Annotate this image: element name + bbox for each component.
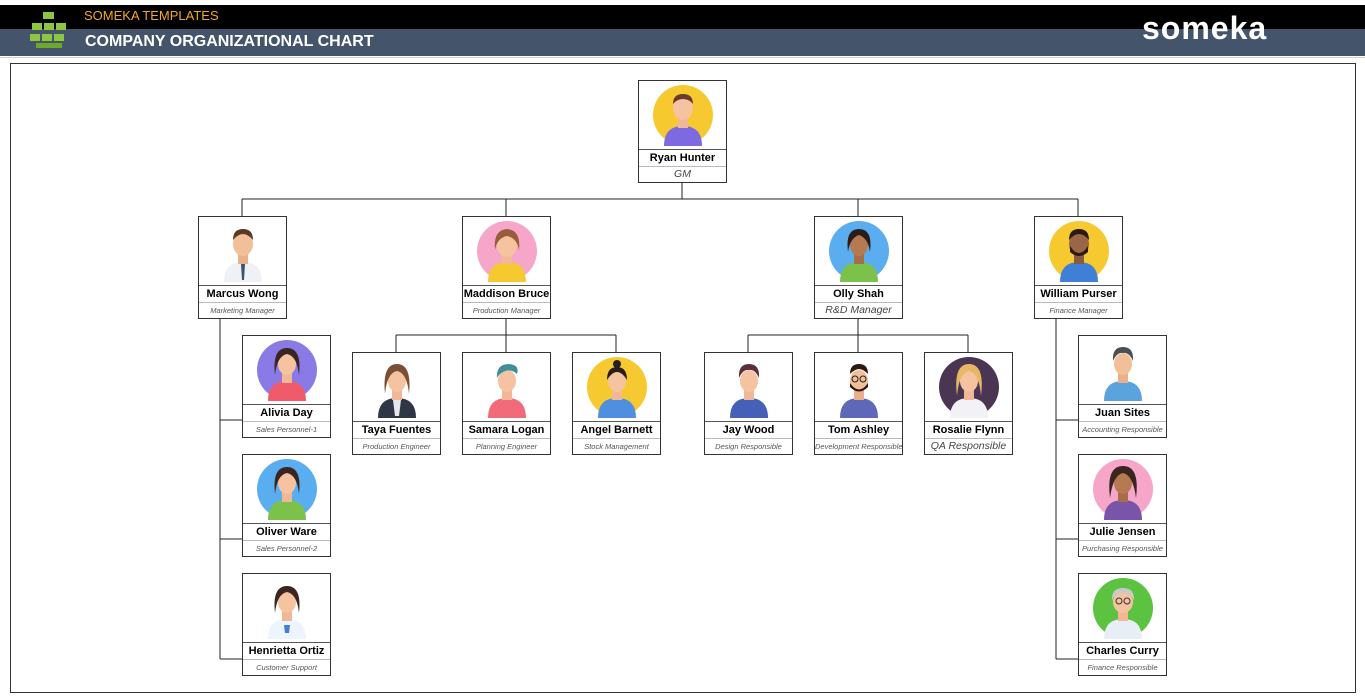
employee-name: Henrietta Ortiz xyxy=(243,642,330,659)
org-card-marketing-3[interactable]: Henrietta Ortiz Customer Support xyxy=(242,573,331,676)
employee-name: Maddison Bruce xyxy=(463,285,550,302)
avatar-icon xyxy=(1035,217,1122,285)
employee-role: Finance Manager xyxy=(1035,302,1122,318)
avatar-icon xyxy=(353,353,440,421)
someka-wordmark: someka xyxy=(1142,10,1268,46)
employee-role: Design Responsible xyxy=(705,438,792,454)
header-title-bar xyxy=(0,29,1365,56)
org-card-rnd-manager[interactable]: Olly Shah R&D Manager xyxy=(814,216,903,319)
employee-name: Olly Shah xyxy=(815,285,902,302)
org-card-gm[interactable]: Ryan Hunter GM xyxy=(638,80,727,183)
avatar-icon xyxy=(199,217,286,285)
org-card-production-3[interactable]: Angel Barnett Stock Management xyxy=(572,352,661,455)
avatar-icon xyxy=(925,353,1012,421)
header-divider xyxy=(0,57,1365,58)
employee-name: Jay Wood xyxy=(705,421,792,438)
employee-role: Accounting Responsible xyxy=(1079,421,1166,437)
org-card-production-2[interactable]: Samara Logan Planning Engineer xyxy=(462,352,551,455)
employee-role: Stock Management xyxy=(573,438,660,454)
avatar-icon xyxy=(243,336,330,404)
org-card-rnd-3[interactable]: Rosalie Flynn QA Responsible xyxy=(924,352,1013,455)
avatar-icon xyxy=(815,353,902,421)
org-card-finance-2[interactable]: Julie Jensen Purchasing Responsible xyxy=(1078,454,1167,557)
avatar-icon xyxy=(463,353,550,421)
employee-name: William Purser xyxy=(1035,285,1122,302)
org-card-finance-3[interactable]: Charles Curry Finance Responsible xyxy=(1078,573,1167,676)
employee-name: Marcus Wong xyxy=(199,285,286,302)
employee-role: Production Engineer xyxy=(353,438,440,454)
org-card-production-1[interactable]: Taya Fuentes Production Engineer xyxy=(352,352,441,455)
employee-name: Alivia Day xyxy=(243,404,330,421)
avatar-icon xyxy=(639,81,726,149)
avatar-icon xyxy=(463,217,550,285)
avatar-icon xyxy=(1079,574,1166,642)
employee-name: Charles Curry xyxy=(1079,642,1166,659)
employee-role: Production Manager xyxy=(463,302,550,318)
employee-name: Taya Fuentes xyxy=(353,421,440,438)
org-card-rnd-2[interactable]: Tom Ashley Development Responsible xyxy=(814,352,903,455)
avatar-icon xyxy=(705,353,792,421)
page-title: COMPANY ORGANIZATIONAL CHART xyxy=(85,33,374,50)
avatar-icon xyxy=(1079,455,1166,523)
employee-name: Oliver Ware xyxy=(243,523,330,540)
brand-name: SOMEKA TEMPLATES xyxy=(84,8,219,23)
org-card-production-manager[interactable]: Maddison Bruce Production Manager xyxy=(462,216,551,319)
employee-name: Samara Logan xyxy=(463,421,550,438)
employee-role: Planning Engineer xyxy=(463,438,550,454)
employee-role: Purchasing Responsible xyxy=(1079,540,1166,556)
org-card-finance-1[interactable]: Juan Sites Accounting Responsible xyxy=(1078,335,1167,438)
someka-logo-icon xyxy=(28,10,70,50)
employee-role: Finance Responsible xyxy=(1079,659,1166,675)
avatar-icon xyxy=(573,353,660,421)
employee-name: Ryan Hunter xyxy=(639,149,726,166)
org-card-marketing-manager[interactable]: Marcus Wong Marketing Manager xyxy=(198,216,287,319)
employee-role: Development Responsible xyxy=(815,438,902,454)
header-top-bar xyxy=(0,5,1365,29)
avatar-icon xyxy=(1079,336,1166,404)
employee-role: GM xyxy=(639,166,726,182)
employee-name: Angel Barnett xyxy=(573,421,660,438)
employee-name: Juan Sites xyxy=(1079,404,1166,421)
avatar-icon xyxy=(815,217,902,285)
org-chart-frame xyxy=(10,63,1356,693)
employee-role: Sales Personnel-2 xyxy=(243,540,330,556)
employee-role: Sales Personnel-1 xyxy=(243,421,330,437)
org-card-rnd-1[interactable]: Jay Wood Design Responsible xyxy=(704,352,793,455)
employee-role: R&D Manager xyxy=(815,302,902,318)
org-card-finance-manager[interactable]: William Purser Finance Manager xyxy=(1034,216,1123,319)
employee-role: QA Responsible xyxy=(925,438,1012,454)
employee-name: Tom Ashley xyxy=(815,421,902,438)
employee-role: Customer Support xyxy=(243,659,330,675)
employee-name: Rosalie Flynn xyxy=(925,421,1012,438)
org-card-marketing-1[interactable]: Alivia Day Sales Personnel-1 xyxy=(242,335,331,438)
avatar-icon xyxy=(243,574,330,642)
avatar-icon xyxy=(243,455,330,523)
employee-name: Julie Jensen xyxy=(1079,523,1166,540)
org-card-marketing-2[interactable]: Oliver Ware Sales Personnel-2 xyxy=(242,454,331,557)
employee-role: Marketing Manager xyxy=(199,302,286,318)
